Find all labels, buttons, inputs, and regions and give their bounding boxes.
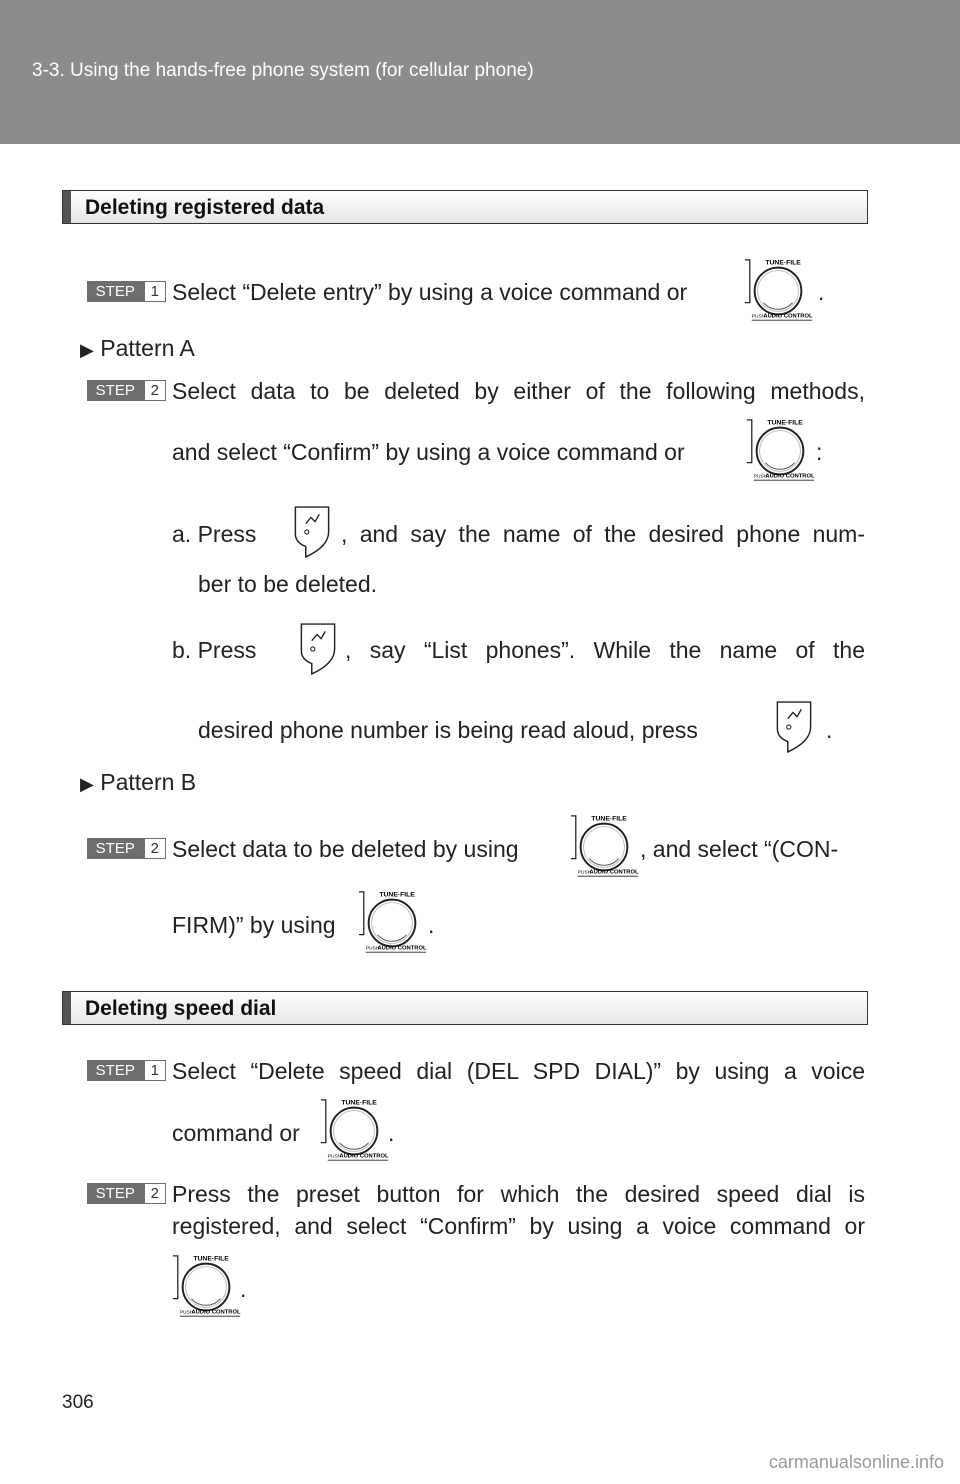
speed-step2-line1: Press the preset button for which the de… xyxy=(172,1181,865,1207)
pattern-a-label: Pattern A xyxy=(100,335,195,361)
step1-end: . xyxy=(818,279,825,305)
tune-file-knob-icon: TUNE·FILE PUSH AUDIO CONTROL xyxy=(171,1254,241,1318)
stepA2-a-prefix: a. Press xyxy=(172,521,257,547)
knob-label-push: PUSH xyxy=(578,869,592,875)
talk-switch-icon xyxy=(294,506,330,558)
knob-label-push: PUSH xyxy=(366,945,380,951)
section-heading-text: Deleting registered data xyxy=(85,196,325,219)
stepA2-b-text: , say “List phones”. While the name of t… xyxy=(345,637,865,663)
speed-step1-line1: Select “Delete speed dial (DEL SPD DIAL)… xyxy=(172,1058,865,1084)
knob-label-push: PUSH xyxy=(180,1309,194,1315)
stepA2-line1: Select data to be deleted by either of t… xyxy=(172,378,865,404)
speed-step1-line2-end: . xyxy=(388,1120,395,1146)
knob-label-bottom: AUDIO CONTROL xyxy=(377,945,427,951)
knob-label-top: TUNE·FILE xyxy=(379,892,415,899)
knob-label-top: TUNE·FILE xyxy=(193,1256,229,1263)
speed-step2-line3-end: . xyxy=(240,1276,247,1302)
stepB2-line1-start: Select data to be deleted by using xyxy=(172,836,519,862)
step-badge: STEP 2 xyxy=(87,380,166,401)
step-badge: STEP 2 xyxy=(87,838,166,859)
step-badge: STEP 1 xyxy=(87,1060,166,1081)
knob-label-bottom: AUDIO CONTROL xyxy=(589,869,639,875)
page-header: 3-3. Using the hands-free phone system (… xyxy=(0,0,960,144)
step-badge-number: 1 xyxy=(143,1060,166,1081)
knob-label-bottom: AUDIO CONTROL xyxy=(763,313,813,319)
knob-label-push: PUSH xyxy=(328,1153,342,1159)
speed-step2-line2: registered, and select “Confirm” by usin… xyxy=(172,1213,865,1239)
header-title: 3-3. Using the hands-free phone system (… xyxy=(32,60,534,81)
step-badge-number: 1 xyxy=(143,281,166,302)
stepB2-line2-end: . xyxy=(428,912,435,938)
stepA2-line2: and select “Confirm” by using a voice co… xyxy=(172,439,685,465)
step-badge-word: STEP xyxy=(87,380,144,401)
tune-file-knob-icon: TUNE·FILE PUSH AUDIO CONTROL xyxy=(743,258,813,322)
tune-file-knob-icon: TUNE·FILE PUSH AUDIO CONTROL xyxy=(319,1098,389,1162)
knob-label-top: TUNE·FILE xyxy=(765,260,801,267)
stepA2-b-prefix: b. Press xyxy=(172,637,257,663)
knob-label-top: TUNE·FILE xyxy=(591,816,627,823)
stepA2-b-end: . xyxy=(826,717,833,743)
step-badge-word: STEP xyxy=(87,1183,144,1204)
knob-label-push: PUSH xyxy=(752,313,766,319)
stepA2-a-line2: ber to be deleted. xyxy=(198,571,378,597)
triangle-bullet-icon: ▶ xyxy=(80,774,94,794)
talk-switch-icon xyxy=(776,701,812,753)
pattern-a-row: ▶ Pattern A xyxy=(80,332,195,366)
pattern-b-label: Pattern B xyxy=(100,769,197,795)
section-heading-deleting-registered-data: Deleting registered data xyxy=(62,190,868,224)
stepA2-line2-end: : xyxy=(816,439,823,465)
knob-label-bottom: AUDIO CONTROL xyxy=(339,1153,389,1159)
talk-switch-icon xyxy=(300,623,336,675)
page-number: 306 xyxy=(62,1392,94,1413)
step-badge-number: 2 xyxy=(143,838,166,859)
step1-text: Select “Delete entry” by using a voice c… xyxy=(172,279,688,305)
stepB2-line2-start: FIRM)” by using xyxy=(172,912,336,938)
knob-label-bottom: AUDIO CONTROL xyxy=(191,1309,241,1315)
step-badge: STEP 2 xyxy=(87,1183,166,1204)
pattern-b-row: ▶ Pattern B xyxy=(80,766,196,800)
tune-file-knob-icon: TUNE·FILE PUSH AUDIO CONTROL xyxy=(357,890,427,954)
stepB2-line1-end: , and select “(CON- xyxy=(640,836,839,862)
knob-label-bottom: AUDIO CONTROL xyxy=(765,473,815,479)
step-badge-number: 2 xyxy=(143,380,166,401)
section-heading-deleting-speed-dial: Deleting speed dial xyxy=(62,991,868,1025)
step-badge-word: STEP xyxy=(87,1060,144,1081)
knob-label-top: TUNE·FILE xyxy=(341,1100,377,1107)
stepA2-b-line2: desired phone number is being read aloud… xyxy=(198,717,698,743)
step-badge-word: STEP xyxy=(87,281,144,302)
knob-label-push: PUSH xyxy=(754,473,768,479)
speed-step1-line2-start: command or xyxy=(172,1120,300,1146)
watermark: carmanualsonline.info xyxy=(768,1452,944,1472)
section-heading-text: Deleting speed dial xyxy=(85,997,277,1020)
triangle-bullet-icon: ▶ xyxy=(80,340,94,360)
stepA2-a-text: , and say the name of the desired phone … xyxy=(341,521,865,547)
tune-file-knob-icon: TUNE·FILE PUSH AUDIO CONTROL xyxy=(569,814,639,878)
tune-file-knob-icon: TUNE·FILE PUSH AUDIO CONTROL xyxy=(745,418,815,482)
knob-label-top: TUNE·FILE xyxy=(767,420,803,427)
step-badge-number: 2 xyxy=(143,1183,166,1204)
step-badge-word: STEP xyxy=(87,838,144,859)
step-badge: STEP 1 xyxy=(87,281,166,302)
